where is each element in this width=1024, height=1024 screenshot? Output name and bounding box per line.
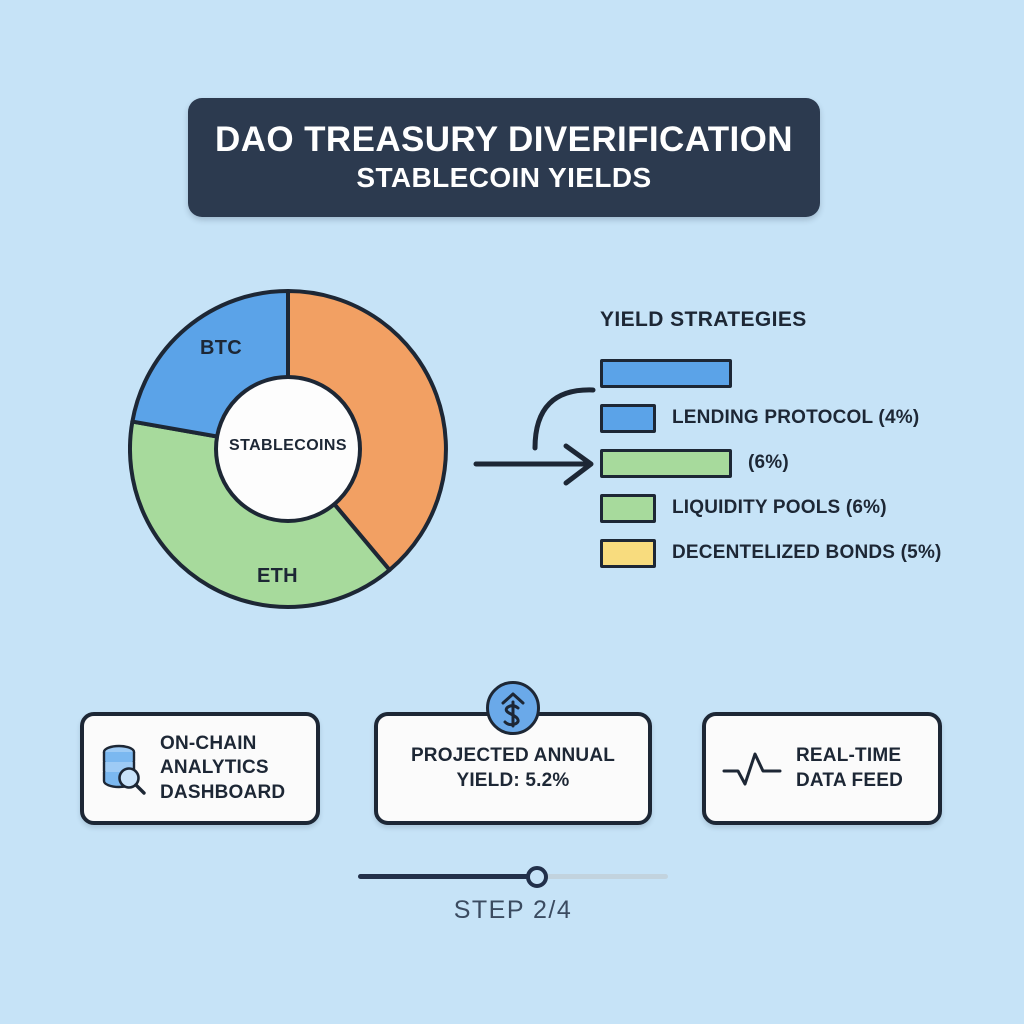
legend-swatch-yellow [600,538,656,568]
card-line-3: DASHBOARD [160,781,286,803]
card-line-1: ON-CHAIN [160,733,257,755]
card-label: ON-CHAIN ANALYTICS DASHBOARD [160,732,285,805]
legend-item-liquidity-pools[interactable]: LIQUIDITY POOLS (6%) [600,493,1000,523]
legend-label: DECENTELIZED BONDS (5%) [672,542,942,563]
arrow-head-icon [563,443,594,486]
card-on-chain-analytics[interactable]: ON-CHAIN ANALYTICS DASHBOARD [80,712,320,825]
donut-slice-stablecoins[interactable] [286,289,448,572]
legend-label: LIQUIDITY POOLS (6%) [672,497,887,518]
slider-knob[interactable] [526,866,548,888]
legend-swatch-blue [600,403,656,433]
donut-hole [214,375,362,523]
database-search-icon [98,741,148,797]
curved-connector-line [532,387,596,451]
slider-fill [358,874,536,879]
legend-swatch-green-bar [600,448,732,478]
legend-item[interactable] [600,358,1000,388]
card-line-1: REAL-TIME [796,745,902,767]
legend-title: YIELD STRATEGIES [600,308,807,331]
page-title: DAO TREASURY DIVERIFICATION [215,120,793,160]
pulse-waveform-icon [722,747,784,791]
dollar-up-badge-icon [486,681,540,735]
card-line-2: ANALYTICS [160,757,269,779]
page-subtitle: STABLECOIN YIELDS [356,162,652,194]
card-line-2: YIELD: 5.2% [456,769,570,791]
header-banner: DAO TREASURY DIVERIFICATION STABLECOIN Y… [188,98,820,217]
card-label: REAL-TIME DATA FEED [796,744,903,793]
step-label: STEP 2/4 [453,896,573,924]
card-line-2: DATA FEED [796,769,903,791]
donut-svg [128,289,448,609]
donut-label-btc: BTC [200,337,243,359]
legend-label: LENDING PROTOCOL (4%) [672,407,920,428]
donut-center-label: STABLECOINS [229,437,347,454]
connector-arrows [473,387,596,486]
step-progress-slider[interactable] [358,866,668,888]
legend-swatch-blue-bar [600,358,732,388]
card-line-1: PROJECTED ANNUAL [410,745,616,767]
legend-item-lending-protocol[interactable]: LENDING PROTOCOL (4%) [600,403,1000,433]
legend-swatch-green [600,493,656,523]
yield-strategies-legend: YIELD STRATEGIES LENDING PROTOCOL (4%) (… [600,308,1000,583]
card-real-time-data-feed[interactable]: REAL-TIME DATA FEED [702,712,942,825]
donut-label-eth: ETH [257,565,298,587]
legend-item[interactable]: (6%) [600,448,1000,478]
legend-label: (6%) [748,452,789,473]
card-label: PROJECTED ANNUAL YIELD: 5.2% [411,744,615,793]
treasury-donut-chart: BTC ETH STABLECOINS [128,289,448,609]
legend-item-decentelized-bonds[interactable]: DECENTELIZED BONDS (5%) [600,538,1000,568]
